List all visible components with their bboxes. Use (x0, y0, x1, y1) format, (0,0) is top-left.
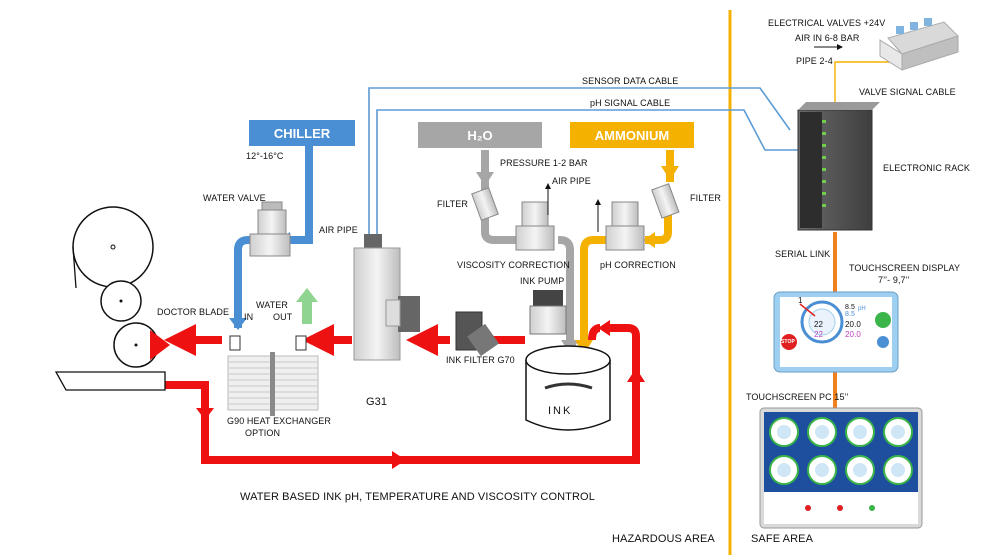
return-into-tank (588, 324, 601, 341)
chiller-arrow-down (229, 318, 247, 330)
h2o-box (418, 122, 542, 148)
h2o-label: H₂O (467, 128, 493, 143)
main-caption: WATER BASED INK pH, TEMPERATURE AND VISC… (240, 491, 595, 503)
ink-tank-label: INK (548, 405, 573, 417)
touchscreen-display-label-1: TOUCHSCREEN DISPLAY (849, 263, 961, 273)
ink-pump-label: INK PUMP (520, 276, 565, 286)
ph-signal-cable (376, 109, 800, 240)
pc-gauge-center (891, 425, 905, 439)
g31-sensor (353, 234, 420, 361)
display-gauge-sub: 8.5 (845, 311, 856, 318)
electronic-rack (797, 102, 880, 231)
display-gauge-top: 8.5 (845, 304, 856, 311)
water-valve (249, 201, 291, 257)
doctor-blade-icon (150, 330, 170, 360)
ink-return-line (165, 324, 640, 464)
viscosity-correction-label: VISCOSITY CORRECTION (457, 260, 570, 270)
h2o-arrow-down (476, 172, 494, 186)
filter-left (471, 187, 499, 221)
display-tile-index: 1 (798, 296, 803, 305)
chiller-label: CHILLER (273, 126, 331, 141)
return-arrow-down (196, 408, 214, 420)
pc-gauge-center (777, 425, 791, 439)
pressure-label: PRESSURE 1-2 BAR (500, 158, 588, 168)
valve-signal-cable (834, 61, 905, 110)
filter-right (651, 183, 680, 219)
display-temp-sub: 22 (814, 330, 824, 339)
ph-valve (605, 201, 645, 251)
ink-filter-label: INK FILTER G70 (446, 355, 515, 365)
water-valve-label: WATER VALVE (203, 193, 266, 203)
pc-gauge-center (815, 425, 829, 439)
valve-manifold (879, 18, 959, 71)
return-arrow-up (627, 368, 645, 382)
return-arrow-right (392, 451, 406, 469)
ammonium-arrow-down (661, 166, 679, 180)
viscosity-valve (515, 201, 555, 251)
touchscreen-display-label-2: 7’’- 9,7’’ (878, 275, 910, 285)
pc-gauge-center (777, 463, 791, 477)
pc-gauge-center (815, 463, 829, 477)
pipe-label: PIPE 2-4 (796, 56, 833, 66)
ph-signal-cable-label: pH SIGNAL CABLE (590, 98, 671, 108)
ph-correction-label: pH CORRECTION (600, 260, 676, 270)
out-label: OUT (273, 312, 293, 322)
ammonium-label: AMMONIUM (594, 128, 670, 143)
serial-link-label: SERIAL LINK (775, 249, 831, 259)
hazardous-area-label: HAZARDOUS AREA (612, 533, 715, 545)
chiller-box (249, 120, 355, 146)
display-temp: 22 (814, 320, 824, 329)
display-visc-sub: 20.0 (845, 330, 861, 339)
print-rollers (54, 206, 170, 391)
chiller-line (234, 143, 313, 328)
pc-gauge-center (891, 463, 905, 477)
safe-area-label: SAFE AREA (751, 533, 814, 545)
touchscreen-display (773, 291, 899, 373)
touchscreen-pc-label: TOUCHSCREEN PC 15’’ (746, 392, 849, 402)
heat-exchanger-label-2: OPTION (245, 428, 281, 438)
ink-tank (525, 345, 611, 431)
valve-signal-cable-label: VALVE SIGNAL CABLE (859, 87, 956, 97)
g31-label: G31 (366, 396, 388, 408)
doctor-blade-label: DOCTOR BLADE (157, 307, 230, 317)
display-stop-label[interactable]: STOP (781, 339, 795, 345)
ammonium-box (570, 122, 694, 148)
pc-gauge-grid (769, 417, 913, 485)
sensor-data-cable (368, 87, 791, 240)
water-out-arrow-shaft (302, 300, 312, 324)
pc-gauge-center (853, 463, 867, 477)
air-pipe-center-label: AIR PIPE (552, 176, 591, 186)
air-pipe-left-label: AIR PIPE (319, 225, 358, 235)
display-gauge-unit: pH (858, 306, 866, 312)
electronic-rack-label: ELECTRONIC RACK (883, 163, 971, 173)
in-label: IN (244, 312, 254, 322)
water-label: WATER (256, 300, 288, 310)
air-in-label: AIR IN 6-8 BAR (795, 33, 860, 43)
stop-button[interactable] (781, 334, 797, 350)
ammonium-arrow-left (643, 232, 655, 248)
display-visc: 20.0 (845, 320, 861, 329)
ink-pump (529, 290, 567, 335)
return-arrow-left (598, 320, 610, 336)
filter-left-label: FILTER (437, 199, 468, 209)
water-out-arrow-head (296, 288, 318, 302)
filter-right-label: FILTER (690, 193, 721, 203)
sensor-data-cable-label: SENSOR DATA CABLE (582, 76, 679, 86)
ink-filter-g70 (455, 311, 499, 357)
touchscreen-pc (759, 407, 923, 529)
heat-exchanger (227, 335, 319, 416)
electrical-valves-label: ELECTRICAL VALVES +24V (768, 18, 886, 28)
heat-exchanger-label-1: G90 HEAT EXCHANGER (227, 416, 331, 426)
pc-gauge-center (853, 425, 867, 439)
chiller-temp-label: 12°-16°C (246, 151, 284, 161)
